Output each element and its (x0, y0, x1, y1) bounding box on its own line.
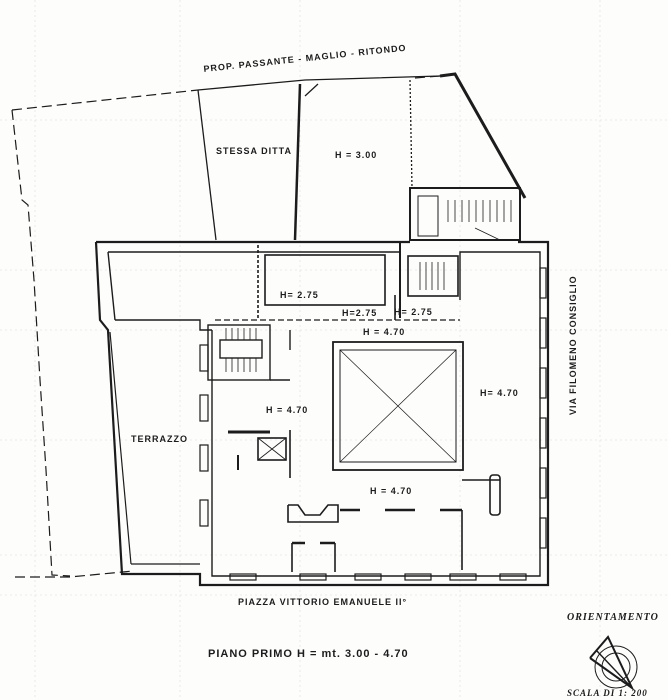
north-annex-walls (197, 72, 527, 241)
property-boundary (11, 75, 441, 578)
small-rooms-walls (215, 242, 460, 321)
room-label-corridor: H=2.75 (342, 308, 378, 318)
room-label-terrace: TERRAZZO (131, 434, 188, 444)
central-courtyard (332, 341, 464, 471)
room-label-west-hall: H = 4.70 (266, 405, 309, 415)
lift-shaft (228, 430, 291, 478)
room-label-gallery-north: H = 4.70 (363, 327, 406, 337)
room-label-stessa-ditta: STESSA DITTA (216, 146, 293, 156)
square-label-piazza-vittorio-emanuele: PIAZZA VITTORIO EMANUELE II° (238, 597, 408, 607)
south-wing-walls (287, 474, 501, 572)
south-facade-windows (229, 573, 527, 581)
room-label-gallery-south: H = 4.70 (370, 486, 413, 496)
room-label-room-b: H= 2.75 (394, 307, 433, 317)
room-label-east-wing: H= 4.70 (480, 388, 519, 398)
west-hall-windows (199, 344, 209, 527)
staircase-west (207, 324, 291, 381)
drawing-title: PIANO PRIMO H = mt. 3.00 - 4.70 (208, 648, 409, 660)
main-building-walls (94, 240, 550, 587)
scale-label: SCALA DI 1: 200 (567, 688, 648, 698)
compass-rose-icon (589, 635, 638, 692)
east-facade-windows (539, 267, 547, 549)
room-label-room-a: H= 2.75 (280, 290, 319, 300)
staircase-north-east (409, 187, 521, 241)
street-label-via-filomeno-consiglio: VIA FILOMENO CONSIGLIO (568, 275, 578, 415)
orientation-label: ORIENTAMENTO (567, 612, 659, 623)
room-label-north-room: H = 3.00 (335, 150, 378, 160)
